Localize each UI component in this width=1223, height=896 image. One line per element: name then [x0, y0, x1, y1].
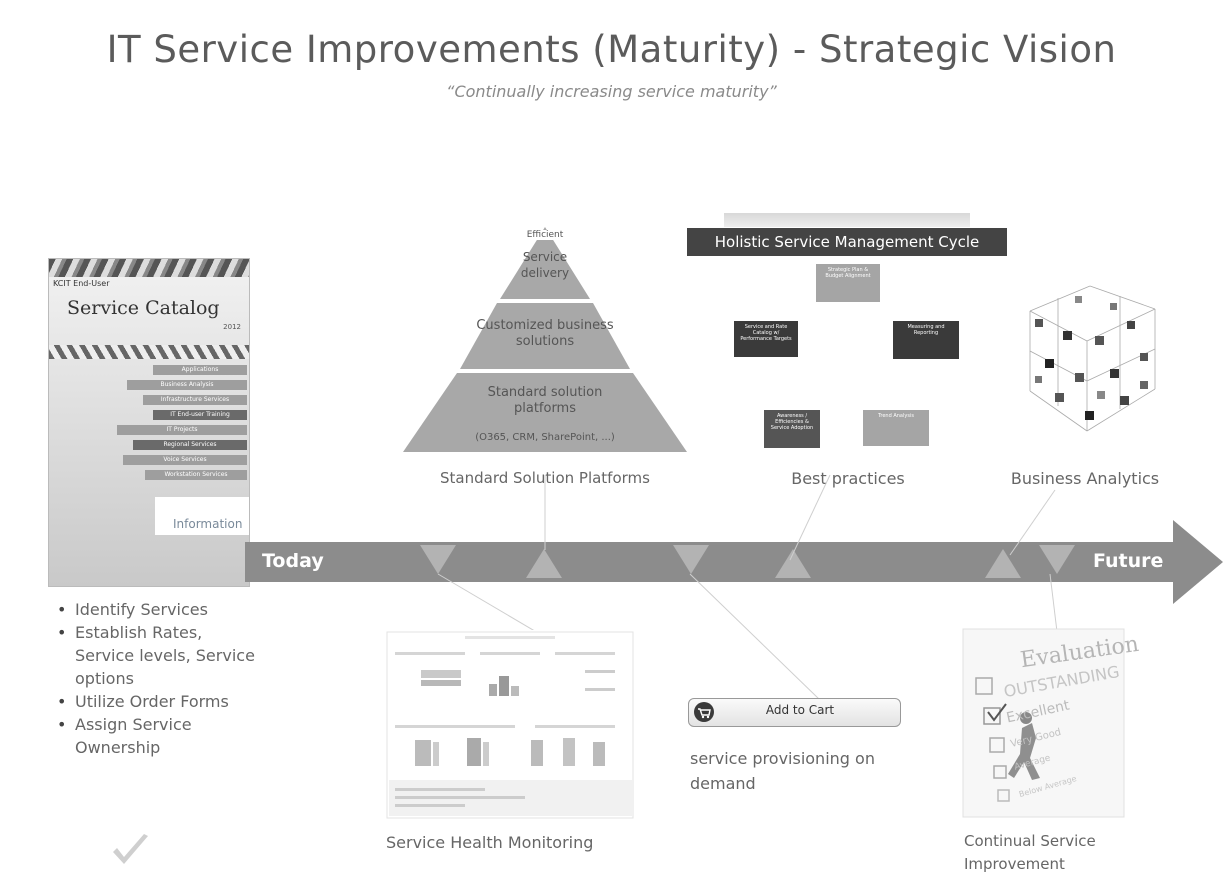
pyramid-bottom-sublabel: (O365, CRM, SharePoint, ...) [475, 432, 615, 443]
catalog-bar: IT End-user Training [153, 410, 247, 420]
timeline-marker-up [775, 549, 811, 578]
catalog-bar: Workstation Services [145, 470, 247, 480]
cycle-caption: Best practices [791, 469, 905, 488]
checkmark-icon [113, 834, 148, 864]
catalog-logo-area [155, 497, 249, 535]
timeline-marker-down [420, 545, 456, 574]
pyramid-tier-bottom [403, 373, 687, 452]
cycle-box: Measuring and Reporting [893, 321, 959, 359]
cycle-box: Trend Analysis [863, 410, 929, 446]
cover-pattern [49, 259, 249, 277]
pyramid-tier-top [500, 227, 590, 299]
improvement-caption: Continual Service Improvement [964, 832, 1096, 873]
service-catalog-cover: KCIT End-User Service Catalog 2012 Appli… [48, 258, 250, 587]
cart-icon [694, 702, 714, 722]
bullet-item: Assign Service Ownership [45, 713, 265, 759]
pyramid-top-label: Service delivery [520, 250, 570, 280]
timeline-marker-up [985, 549, 1021, 578]
bullet-item: Utilize Order Forms [45, 690, 265, 713]
analytics-cube-icon [1029, 285, 1156, 432]
cycle-title: Holistic Service Management Cycle [687, 228, 1007, 256]
timeline-marker-down [673, 545, 709, 574]
cycle-box: Strategic Plan & Budget Alignment [816, 264, 880, 302]
add-to-cart-button[interactable] [688, 698, 901, 727]
monitoring-caption: Service Health Monitoring [386, 833, 594, 852]
catalog-bar: Voice Services [123, 455, 247, 465]
timeline-arrow [245, 520, 1223, 604]
catalog-bar: IT Projects [117, 425, 247, 435]
catalog-bar: Infrastructure Services [143, 395, 247, 405]
pyramid-bottom-label: Standard solution platforms [487, 385, 603, 416]
provisioning-caption: service provisioning on demand [690, 749, 875, 793]
evaluation-form-image [962, 628, 1125, 818]
analytics-caption: Business Analytics [1010, 469, 1160, 488]
solution-pyramid [403, 227, 687, 452]
timeline-marker-up [526, 549, 562, 578]
cover-pattern [49, 345, 249, 359]
bullet-item: Establish Rates, Service levels, Service… [45, 621, 265, 690]
pyramid-tier-middle [460, 303, 630, 369]
pyramid-top-small-label: Efficient [505, 230, 585, 240]
catalog-bar: Applications [153, 365, 247, 375]
catalog-logo: Information [173, 517, 243, 531]
cycle-box: Service and Rate Catalog w/ Performance … [734, 321, 798, 357]
cycle-header-shadow [724, 213, 970, 227]
catalog-title: Service Catalog [67, 297, 220, 319]
catalog-bar: Regional Services [133, 440, 247, 450]
catalog-year: 2012 [223, 323, 241, 331]
bullet-item: Identify Services [45, 598, 265, 621]
timeline-start-label: Today [262, 550, 324, 572]
page-title: IT Service Improvements (Maturity) - Str… [106, 28, 1117, 71]
pyramid-caption: Standard Solution Platforms [440, 469, 650, 487]
pyramid-middle-label: Customized business solutions [476, 318, 614, 349]
catalog-bar: Business Analysis [127, 380, 247, 390]
add-to-cart-label[interactable]: Add to Cart [765, 703, 835, 717]
catalog-pattern-band [49, 341, 249, 359]
cycle-box: Awareness / Efficiencies & Service Adopt… [764, 410, 820, 448]
catalog-bullet-list: Identify Services Establish Rates, Servi… [45, 598, 265, 759]
catalog-supertitle: KCIT End-User [53, 279, 110, 288]
health-dashboard-thumbnail [385, 630, 635, 820]
page-subtitle: “Continually increasing service maturity… [446, 82, 777, 101]
timeline-end-label: Future [1093, 550, 1164, 572]
